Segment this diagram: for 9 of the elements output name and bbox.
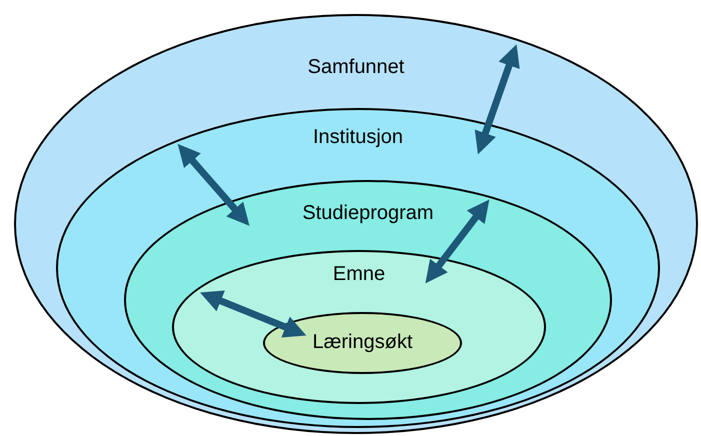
level-label: Emne xyxy=(332,262,386,286)
level-label: Institusjon xyxy=(312,125,404,149)
double-arrow xyxy=(178,144,250,226)
double-arrow xyxy=(425,199,490,284)
double-arrow xyxy=(200,290,306,338)
level-label: Samfunnet xyxy=(308,55,404,79)
double-arrow xyxy=(474,44,520,154)
level-label: Studieprogram xyxy=(302,201,434,225)
level-label: Læringsøkt xyxy=(312,330,413,354)
